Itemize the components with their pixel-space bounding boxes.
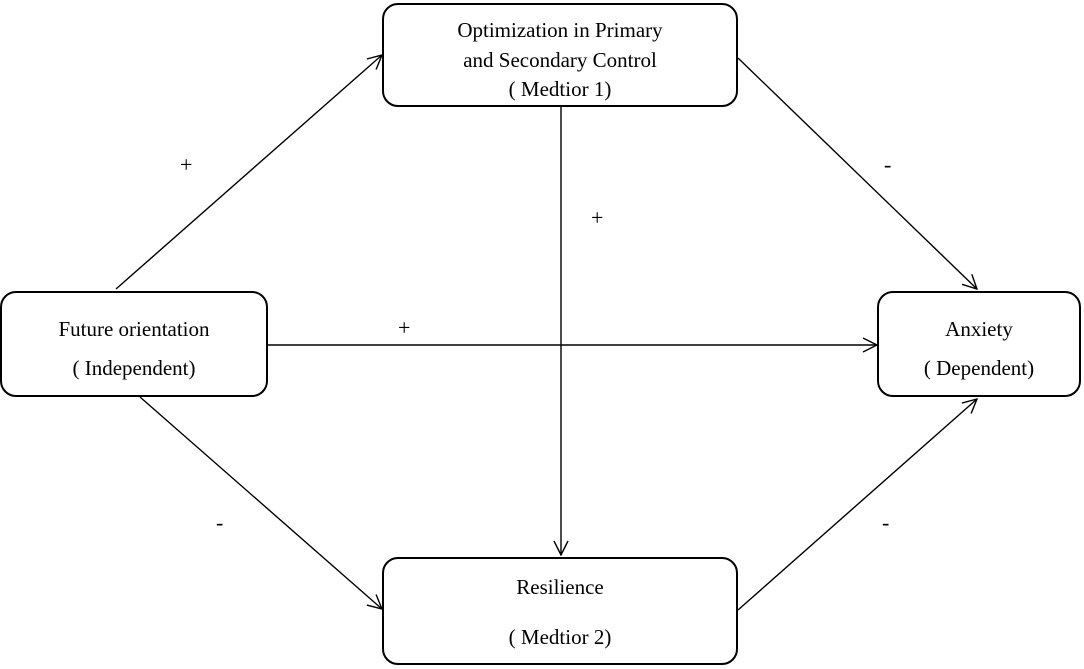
- node-dependent-line-2: ( Dependent): [923, 356, 1035, 380]
- node-mediator-2-line-1: Resilience: [516, 575, 604, 599]
- node-dependent-line-1: Anxiety: [945, 317, 1013, 341]
- sign-mediator2-to-dependent: -: [882, 510, 890, 535]
- edge-mediator2-to-dependent: [737, 399, 977, 611]
- sign-independent-to-mediator1: +: [180, 152, 193, 177]
- edge-independent-to-mediator2: [139, 396, 382, 609]
- edge-independent-to-mediator1: [115, 55, 382, 290]
- sign-independent-to-mediator2: -: [216, 510, 224, 535]
- node-mediator-2-line-2: ( Medtior 2): [508, 625, 612, 649]
- node-mediator-1: Optimization in Primary and Secondary Co…: [382, 3, 738, 107]
- node-dependent: Anxiety ( Dependent): [877, 291, 1081, 397]
- sign-mediator1-to-mediator2: +: [591, 205, 604, 230]
- node-mediator-1-line-1: Optimization in Primary: [457, 18, 663, 42]
- sign-mediator1-to-dependent: -: [884, 152, 892, 177]
- node-mediator-1-line-2: and Secondary Control: [463, 48, 657, 72]
- edge-mediator1-to-dependent: [737, 57, 977, 289]
- node-mediator-2: Resilience ( Medtior 2): [382, 557, 738, 665]
- node-independent: Future orientation ( Independent): [0, 291, 268, 397]
- node-mediator-1-line-3: ( Medtior 1): [508, 77, 612, 101]
- sign-independent-to-dependent: +: [398, 315, 411, 340]
- node-independent-line-1: Future orientation: [58, 317, 210, 341]
- node-independent-line-2: ( Independent): [72, 356, 196, 380]
